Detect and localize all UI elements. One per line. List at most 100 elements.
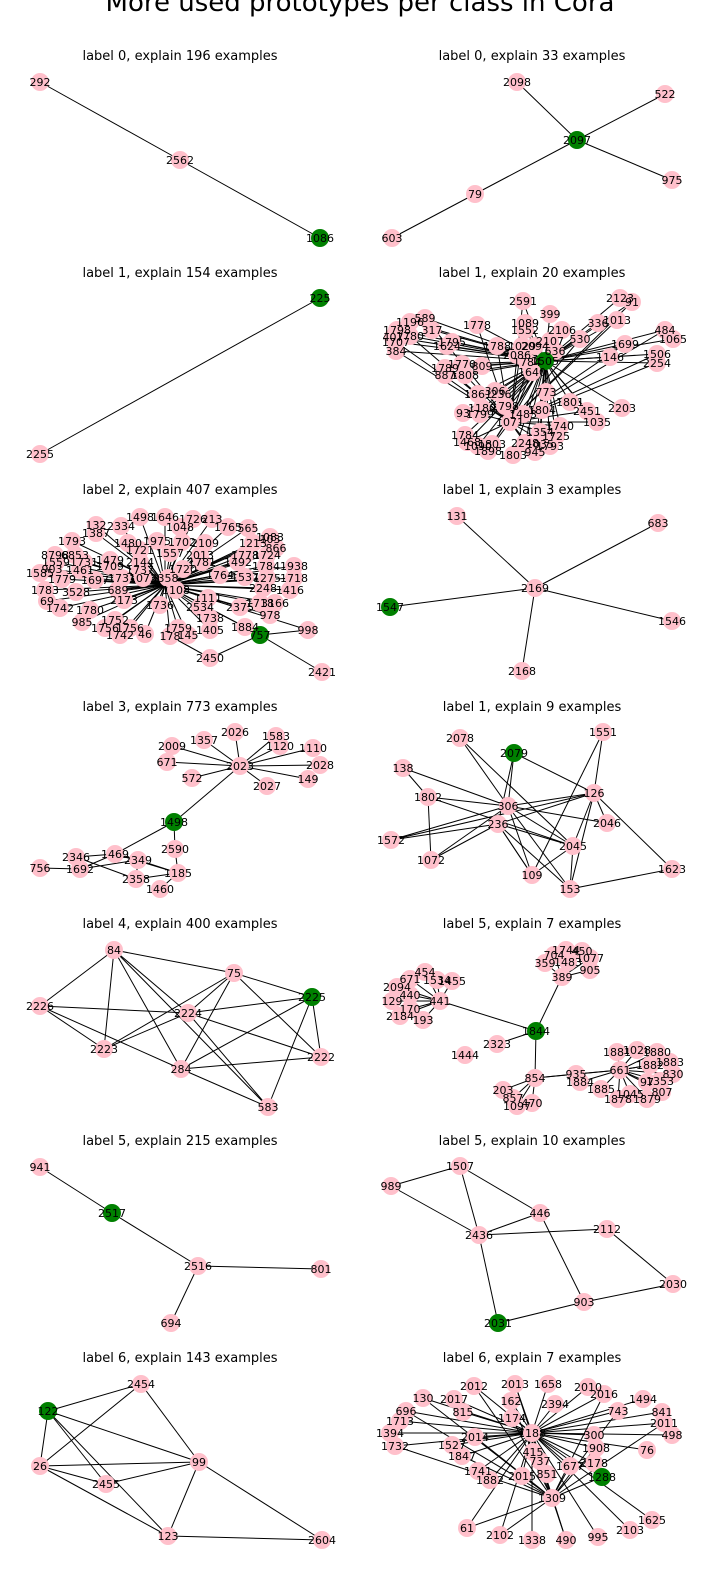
node-label: 1783: [31, 584, 59, 597]
node-label: 1885: [587, 1083, 615, 1096]
graph-node: [67, 583, 85, 601]
graph-node: [414, 1011, 432, 1029]
graph-edge: [114, 821, 175, 855]
graph-node: [31, 1158, 49, 1176]
graph-node: [127, 870, 145, 888]
graph-edge: [551, 1476, 603, 1499]
node-label: 1338: [518, 1534, 546, 1547]
node-label: 440: [400, 989, 421, 1002]
node-label: 358: [158, 572, 179, 585]
node-label: 2323: [483, 1038, 511, 1051]
node-label: 1784: [451, 429, 479, 442]
graph-node: [254, 579, 272, 597]
node-label: 1756: [116, 622, 144, 635]
node-label: 1498: [160, 816, 188, 829]
graph-node: [131, 508, 149, 526]
node-label: 1455: [438, 975, 466, 988]
graph-node: [53, 570, 71, 588]
graph-node: [589, 1528, 607, 1546]
graph-node: [653, 1083, 671, 1101]
graph-edge: [583, 1283, 674, 1303]
node-label: 1938: [280, 560, 308, 573]
node-label: 1097: [503, 1100, 531, 1113]
node-label: 3166: [261, 597, 289, 610]
graph-edge: [507, 805, 571, 890]
panel-title: label 1, explain 20 examples: [439, 266, 626, 281]
graph-node: [201, 649, 219, 667]
node-label: 46: [138, 628, 152, 641]
graph-edge: [507, 792, 595, 807]
graph-node: [95, 1040, 113, 1058]
node-label: 935: [566, 1068, 587, 1081]
node-label: 1572: [377, 834, 405, 847]
graph-edge: [531, 1432, 653, 1521]
node-label: 2590: [161, 843, 189, 856]
graph-node: [664, 330, 682, 348]
graph-node: [543, 1489, 561, 1507]
graph-node: [513, 1467, 531, 1485]
graph-edge: [576, 93, 666, 141]
graph-node: [465, 1377, 483, 1395]
graph-node: [456, 366, 474, 384]
node-label: 2223: [90, 1043, 118, 1056]
graph-node: [134, 569, 152, 587]
node-label: 2015: [508, 1470, 536, 1483]
node-label: 941: [30, 1161, 51, 1174]
graph-edge: [113, 949, 235, 974]
graph-node: [106, 845, 124, 863]
node-label: 103: [260, 533, 281, 546]
graph-node: [401, 970, 419, 988]
graph-node: [101, 557, 119, 575]
node-label: 1354: [526, 426, 554, 439]
node-label: 1585: [26, 567, 54, 580]
node-label: 998: [298, 624, 319, 637]
graph-node: [391, 1007, 409, 1025]
graph-node: [211, 566, 229, 584]
node-label: 1861: [464, 388, 492, 401]
graph-edge: [509, 319, 618, 423]
node-label: 1726: [179, 513, 207, 526]
node-label: 162: [501, 1395, 522, 1408]
node-label: 2534: [186, 601, 214, 614]
node-label: 1803: [478, 438, 506, 451]
node-label: 1798: [383, 324, 411, 337]
node-label: 1029: [508, 340, 536, 353]
graph-node: [561, 1457, 579, 1475]
graph-node: [383, 229, 401, 247]
node-label: 498: [662, 1429, 683, 1442]
node-label: 1357: [190, 734, 218, 747]
node-label: 2094: [383, 981, 411, 994]
graph-node: [581, 961, 599, 979]
node-label: 683: [648, 517, 669, 530]
node-label: 2375: [226, 601, 254, 614]
panel-title: label 1, explain 9 examples: [443, 700, 622, 715]
node-label: 2516: [184, 1260, 212, 1273]
graph-edge: [459, 737, 509, 807]
node-label: 1035: [526, 438, 554, 451]
graph-node: [564, 837, 582, 855]
node-label: 300: [584, 1429, 605, 1442]
graph-node: [236, 568, 254, 586]
graph-edge: [94, 579, 166, 586]
graph-panel: label 1, explain 3 examples1316832169154…: [376, 483, 686, 680]
graph-node: [190, 1453, 208, 1471]
node-label: 1677: [556, 1460, 584, 1473]
graph-edge: [544, 353, 658, 362]
node-label: 2562: [166, 154, 194, 167]
node-label: 1770: [448, 358, 476, 371]
graph-node: [387, 342, 405, 360]
node-label: 203: [493, 1084, 514, 1097]
node-label: 109: [522, 869, 543, 882]
graph-node: [523, 1094, 541, 1112]
node-label: 1742: [46, 602, 74, 615]
prototype-node: [165, 813, 183, 831]
node-label: 1764: [206, 569, 234, 582]
node-label: 1847: [448, 1450, 476, 1463]
graph-edge: [456, 515, 536, 589]
node-label: 887: [435, 369, 456, 382]
graph-edge: [180, 972, 235, 1070]
node-label: 1086: [306, 232, 334, 245]
node-label: 126: [584, 787, 605, 800]
node-label: 1724: [253, 549, 281, 562]
